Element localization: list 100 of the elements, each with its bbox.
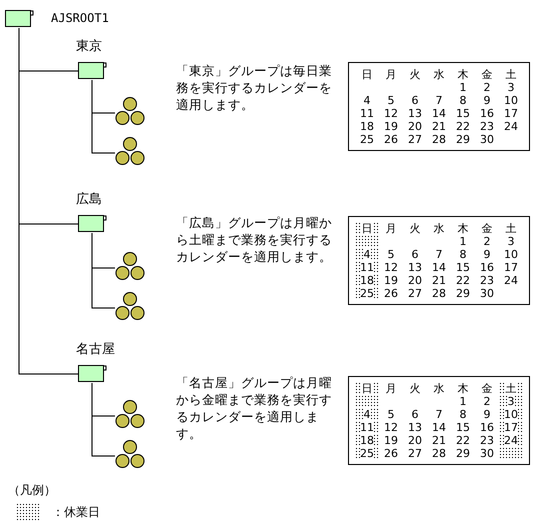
calendar-cell: 22 (456, 434, 470, 446)
calendar-cell: 17 (504, 422, 518, 434)
calendar-cell: 25 (360, 448, 374, 460)
calendar-cell: 13 (408, 422, 422, 434)
description-text: 「東京」グループは毎日業務を実行するカレンダーを適用します。 (176, 62, 333, 113)
calendar-cell: 22 (456, 120, 470, 132)
calendar-cell: 土 (506, 68, 516, 80)
calendar-cell: 24 (504, 274, 518, 286)
calendar-cell: 24 (504, 120, 518, 132)
calendar-cell: 水 (434, 222, 444, 234)
calendar-cell: 13 (408, 108, 422, 120)
calendar-cell: 22 (456, 274, 470, 286)
calendar-cell: 5 (388, 408, 394, 420)
calendar-cell: 26 (384, 134, 398, 146)
calendar-cell: 11 (360, 422, 374, 434)
calendar-cell: 4 (364, 248, 370, 260)
jobnet-icon (115, 252, 145, 282)
calendar-cell: 19 (384, 274, 398, 286)
calendar-cell: 16 (480, 108, 494, 120)
calendar-cell: 23 (480, 434, 494, 446)
calendar-cell: 月 (386, 382, 396, 394)
calendar-cell: 3 (508, 396, 514, 408)
calendar-cell: 木 (458, 382, 468, 394)
calendar-cell: 18 (360, 274, 374, 286)
calendar-cell: 17 (504, 262, 518, 274)
calendar-cell: 10 (504, 408, 518, 420)
jobnet-icon (115, 97, 145, 127)
calendar-cell: 9 (484, 248, 490, 260)
calendar-cell: 5 (388, 94, 394, 106)
calendar-cell: 16 (480, 422, 494, 434)
calendar-cell: 19 (384, 120, 398, 132)
calendar-cell: 21 (432, 120, 446, 132)
group-name: 広島 (76, 191, 102, 209)
legend-text: ：休業日 (52, 504, 100, 520)
calendar-cell: 3 (508, 236, 514, 248)
calendar-cell: 20 (408, 434, 422, 446)
calendar-cell: 23 (480, 274, 494, 286)
calendar-cell: 11 (360, 108, 374, 120)
jobnet-icon (115, 137, 145, 167)
calendar-cell: 2 (484, 236, 490, 248)
calendar-cell: 29 (456, 134, 470, 146)
description-text: 「名古屋」グループは月曜から金曜まで業務を実行するカレンダーを適用します。 (176, 374, 333, 442)
calendar-cell: 土 (506, 222, 516, 234)
calendar-cell: 3 (508, 82, 514, 94)
jobnet-icon (115, 400, 145, 430)
calendar-cell: 12 (384, 108, 398, 120)
calendar-cell: 12 (384, 262, 398, 274)
tree-line (92, 232, 116, 308)
tree-line (92, 382, 116, 456)
calendar-cell: 4 (364, 94, 370, 106)
calendar-cell: 28 (432, 288, 446, 300)
calendar-cell: 8 (460, 94, 466, 106)
calendar-cell: 30 (480, 288, 494, 300)
calendar-cell: 26 (384, 288, 398, 300)
group-name: AJSROOT1 (51, 10, 109, 26)
calendar-cell: 18 (360, 434, 374, 446)
calendar-cell: 24 (504, 434, 518, 446)
calendar-cell: 27 (408, 448, 422, 460)
calendar-cell: 15 (456, 108, 470, 120)
calendar-cell: 金 (482, 68, 492, 80)
calendar-cell: 7 (436, 408, 442, 420)
calendar-cell: 20 (408, 274, 422, 286)
calendar-cell: 18 (360, 120, 374, 132)
calendar-cell: 6 (412, 248, 418, 260)
calendar-cell: 金 (482, 382, 492, 394)
calendar-cell: 27 (408, 288, 422, 300)
calendar-cell: 日 (362, 382, 372, 394)
calendar-cell: 19 (384, 434, 398, 446)
calendar-cell: 28 (432, 448, 446, 460)
calendar-cell: 29 (456, 448, 470, 460)
calendar-cell: 2 (484, 396, 490, 408)
calendar-cell: 火 (410, 222, 420, 234)
calendar-cell: 14 (432, 262, 446, 274)
calendar-cell: 13 (408, 262, 422, 274)
calendar-cell: 1 (460, 82, 466, 94)
calendar-cell: 日 (362, 222, 372, 234)
calendar-cell: 30 (480, 448, 494, 460)
calendar-cell: 9 (484, 408, 490, 420)
calendar-cell: 27 (408, 134, 422, 146)
calendar-cell: 火 (410, 68, 420, 80)
calendar-cell: 14 (432, 108, 446, 120)
tree-line (18, 28, 78, 374)
calendar-cell: 月 (386, 68, 396, 80)
calendar-cell: 29 (456, 288, 470, 300)
calendar-cell: 2 (484, 82, 490, 94)
calendar-cell: 日 (362, 68, 372, 80)
calendar-cell: 月 (386, 222, 396, 234)
calendar-cell: 6 (412, 408, 418, 420)
calendar-cell: 25 (360, 288, 374, 300)
calendar-cell: 10 (504, 248, 518, 260)
calendar-cell: 6 (412, 94, 418, 106)
calendar-cell: 土 (506, 382, 516, 394)
calendar-cell: 水 (434, 382, 444, 394)
calendar-cell: 木 (458, 68, 468, 80)
calendar-cell: 17 (504, 108, 518, 120)
calendar-cell: 7 (436, 248, 442, 260)
calendar-cell: 8 (460, 408, 466, 420)
calendar-cell: 16 (480, 262, 494, 274)
jobnet-icon (115, 292, 145, 322)
calendar-cell: 15 (456, 262, 470, 274)
